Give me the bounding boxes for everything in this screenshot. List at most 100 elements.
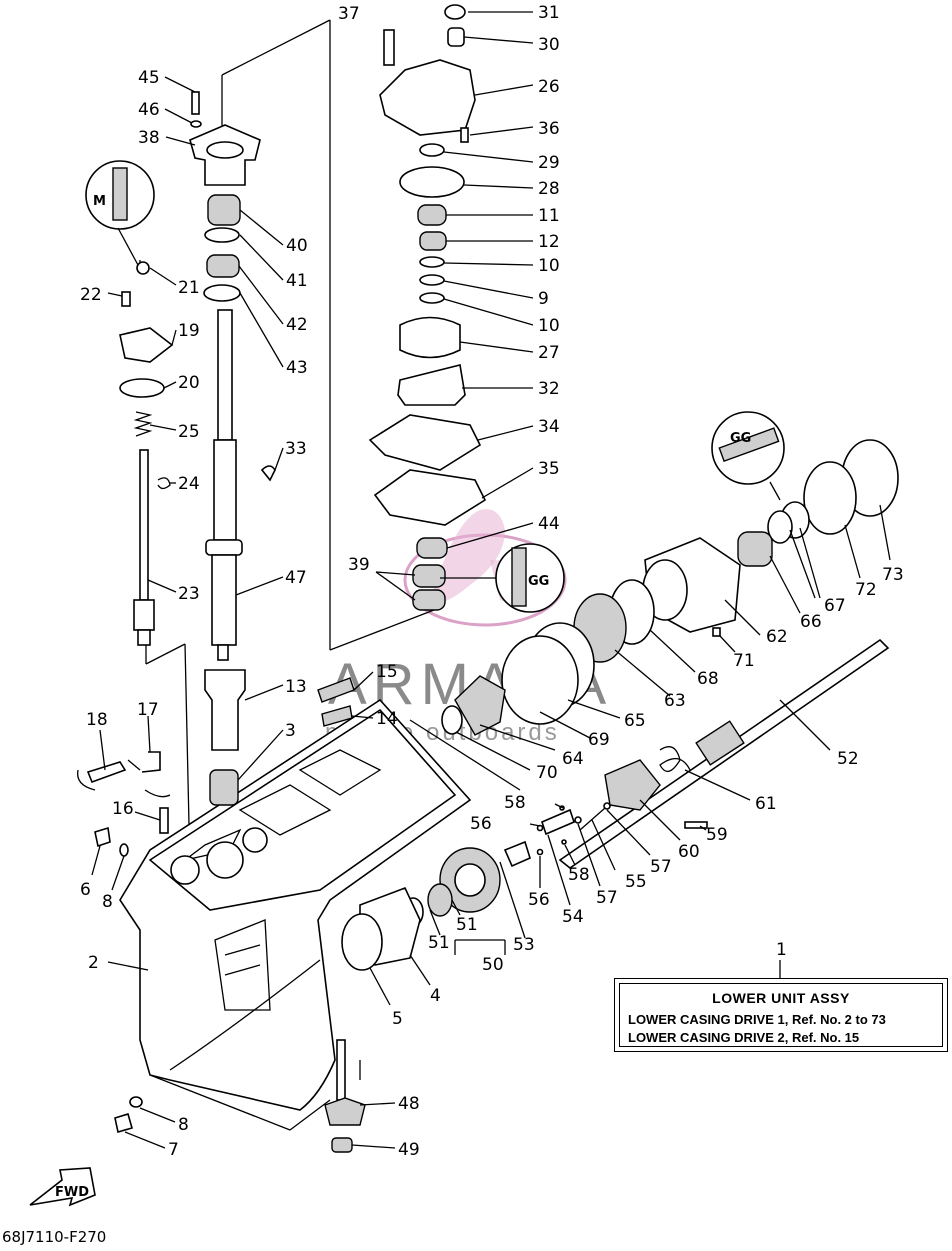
grommet-30 [447,27,465,47]
callout-label: 63 [664,691,686,711]
legend-line: LOWER CASING DRIVE 1, Ref. No. 2 to 73 [628,1012,886,1027]
dowel-36 [460,127,469,143]
legend-inner-frame: LOWER UNIT ASSY LOWER CASING DRIVE 1, Re… [619,983,943,1047]
callout-label: 1 [776,940,787,960]
diagram-code: 68J7110-F270 [2,1228,107,1246]
taper-roller-bearing-51 [427,883,453,917]
gasket-8b [129,1096,143,1108]
callout-label: 14 [376,709,398,729]
outer-plate-34 [368,414,482,471]
nut-49 [331,1137,353,1153]
callout-label: 70 [536,763,558,783]
o-ring-43 [203,284,241,302]
callout-label: 27 [538,343,560,363]
seal-11 [417,204,447,226]
callout-label: 46 [138,100,160,120]
clip-24 [157,477,171,490]
callout-label: 7 [168,1140,179,1160]
legend-title: LOWER UNIT ASSY [712,990,850,1006]
callout-label: 34 [538,417,560,437]
callout-label: 21 [178,278,200,298]
ball-57 [603,802,611,810]
plug-7 [114,1112,133,1134]
washer-10b [419,292,445,304]
pinion-48 [324,1097,366,1126]
seal-44 [416,537,448,559]
callout-label: 42 [286,315,308,335]
callout-label: 40 [286,236,308,256]
callout-label: 50 [482,955,504,975]
thrust-washer-70 [441,705,463,735]
drive-shaft-47 [217,309,233,441]
spring-25 [133,411,153,437]
plunger-54 [541,808,575,836]
callout-label: 58 [504,793,526,813]
nut-21 [136,261,150,275]
callout-label: 37 [338,4,360,24]
callout-label: 10 [538,316,560,336]
drive-shaft-parts [189,91,276,806]
callout-label: 20 [178,373,200,393]
callout-label: 48 [398,1094,420,1114]
seal-28 [399,166,465,198]
callout-label: 25 [178,422,200,442]
callout-label: 13 [285,677,307,697]
callout-label: 2 [88,953,99,973]
left-small-parts [76,751,171,1134]
ball-56 [536,848,544,856]
callout-label: 51 [456,915,478,935]
callout-label: 11 [538,206,560,226]
bracket-19 [119,327,174,363]
screw-18 [86,761,127,784]
callout-label: 72 [855,580,877,600]
legend-line: LOWER CASING DRIVE 2, Ref. No. 15 [628,1030,860,1045]
callout-label: 64 [562,749,584,769]
sleeve-12 [419,231,447,251]
callout-label: 68 [697,669,719,689]
propeller-shaft-parts: GG [324,411,899,1153]
callout-label: 69 [588,730,610,750]
detail-mark: GG [730,431,751,446]
shim-5 [341,913,383,971]
callout-label: 30 [538,35,560,55]
bolt-45 [191,91,200,115]
callout-label: 9 [538,289,549,309]
pin-59 [684,821,708,829]
callout-label: 31 [538,3,560,23]
callout-label: 52 [837,749,859,769]
callout-label: 61 [755,794,777,814]
water-pump-parts: GG [368,4,565,613]
callout-label: 71 [733,651,755,671]
claw-washer-72 [803,461,857,535]
gasket-8 [119,843,129,857]
shim-14 [321,705,353,727]
callout-label: 54 [562,907,584,927]
washer-10 [419,256,445,268]
callout-label: 33 [285,439,307,459]
callout-label: 66 [800,612,822,632]
callout-label: 47 [285,568,307,588]
bolt-16 [159,807,169,834]
fwd-arrow-icon: FWD [29,1167,96,1207]
impeller-32 [397,364,466,406]
cap-31 [444,4,466,20]
callout-label: 6 [80,880,91,900]
detail-mark: GG [528,574,549,589]
callout-label: 43 [286,358,308,378]
fwd-label: FWD [55,1185,89,1200]
pin-71 [712,627,721,637]
shift-rod-23 [139,449,149,601]
bearing-40 [207,194,241,226]
o-ring-20 [119,378,165,398]
shift-rod-parts: M [85,160,174,646]
spring-55 [579,807,606,831]
callout-label: 62 [766,627,788,647]
callout-label: 73 [882,565,904,585]
lower-casing-2 [119,698,472,1111]
washer-9 [419,274,445,286]
callout-label: 60 [678,842,700,862]
leader-lines [91,11,891,1149]
callout-label: 8 [102,892,113,912]
